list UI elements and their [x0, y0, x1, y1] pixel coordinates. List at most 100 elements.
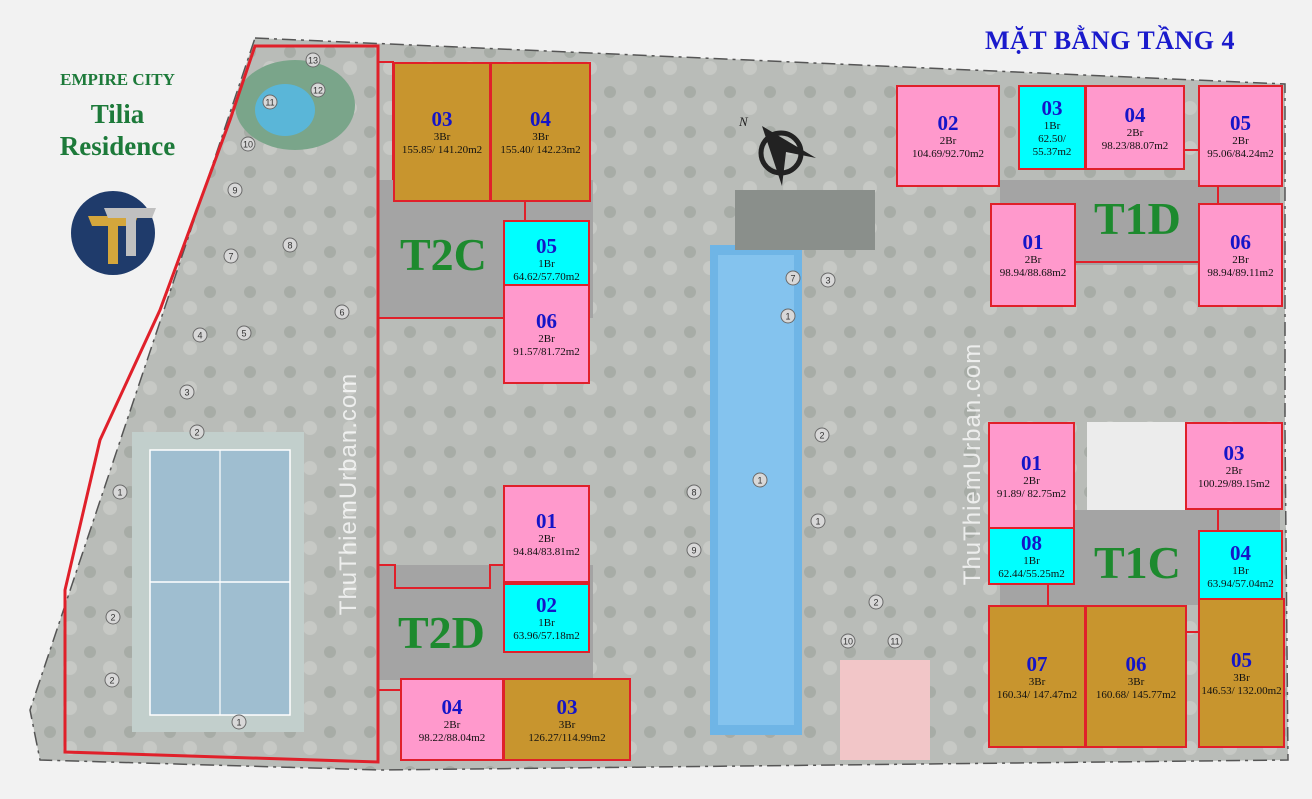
site-boundary — [29, 37, 1289, 771]
unit-number: 01 — [536, 509, 557, 533]
unit-area: 63.96/57.18m2 — [513, 630, 580, 642]
unit-area: 62.44/55.25m2 — [998, 568, 1065, 580]
brand-line-tilia: Tilia — [90, 99, 145, 129]
pavilion — [840, 660, 930, 760]
unit-area: 91.57/81.72m2 — [513, 346, 580, 358]
unit-area: 146.53/ 132.00m2 — [1201, 685, 1282, 697]
unit-bedrooms: 2Br — [538, 333, 555, 345]
brand-logo — [71, 191, 156, 275]
unit-number: 02 — [937, 111, 959, 135]
unit-area: 155.85/ 141.20m2 — [401, 144, 483, 156]
unit-number: 05 — [1231, 648, 1252, 672]
unit-bedrooms: 2Br — [443, 718, 461, 731]
unit-number: 01 — [1021, 450, 1042, 475]
building-label-t2c: T2C — [400, 229, 487, 280]
unit-area: 64.62/57.70m2 — [513, 270, 580, 283]
building-label-t2d: T2D — [398, 607, 485, 658]
unit-bedrooms: 2Br — [939, 135, 957, 147]
unit-number: 06 — [1125, 651, 1147, 676]
unit-bedrooms: 2Br — [1023, 474, 1040, 487]
unit-number: 06 — [1230, 230, 1251, 254]
unit-area: 98.94/89.11m2 — [1207, 267, 1274, 279]
building-label-t1c: T1C — [1094, 537, 1181, 588]
unit-bedrooms: 2Br — [538, 533, 555, 545]
unit-number: 03 — [431, 107, 453, 131]
unit-bedrooms: 3Br — [1028, 675, 1046, 688]
unit-number: 03 — [1041, 96, 1063, 120]
unit-number: 02 — [536, 593, 557, 617]
pool-inner — [718, 255, 794, 725]
unit-area: 91.89/ 82.75m2 — [996, 487, 1067, 500]
unit-area: 95.06/84.24m2 — [1207, 148, 1274, 160]
unit-area: 62.50/ 55.37m2 — [1032, 133, 1072, 158]
unit-area: 104.69/92.70m2 — [911, 148, 985, 160]
unit-bedrooms: 2Br — [1232, 135, 1249, 147]
unit-bedrooms: 3Br — [558, 718, 576, 731]
pool-deck — [735, 190, 875, 250]
unit-area: 63.94/57.04m2 — [1207, 578, 1274, 590]
garden-boundary — [63, 44, 380, 764]
unit-bedrooms: 1Br — [1232, 565, 1249, 577]
compass-icon: N — [738, 114, 816, 186]
unit-bedrooms: 3Br — [1127, 675, 1145, 688]
unit-bedrooms: 3Br — [1233, 672, 1250, 684]
unit-area: 94.84/83.81m2 — [513, 546, 580, 558]
unit-area: 98.94/88.68m2 — [999, 267, 1067, 279]
watermark-left: ThuThiemUrban.com — [335, 372, 363, 616]
unit-bedrooms: 2Br — [1225, 465, 1243, 477]
unit-area: 100.29/89.15m2 — [1197, 478, 1271, 490]
compass-north-label: N — [738, 114, 749, 129]
unit-area: 160.34/ 147.47m2 — [996, 688, 1078, 701]
brand-project: EMPIRE CITY — [60, 70, 175, 89]
unit-number: 04 — [441, 694, 463, 719]
building-label-t1d: T1D — [1094, 193, 1181, 244]
unit-number: 04 — [1230, 541, 1251, 565]
unit-area: 160.68/ 145.77m2 — [1095, 688, 1177, 701]
unit-area: 155.40/ 142.23m2 — [500, 144, 581, 156]
unit-number: 07 — [1026, 651, 1048, 676]
unit-bedrooms: 1Br — [538, 257, 555, 270]
unit-area: 98.22/88.04m2 — [418, 731, 486, 744]
unit-bedrooms: 3Br — [532, 131, 549, 143]
unit-bedrooms: 2Br — [1126, 126, 1144, 139]
watermark-right: ThuThiemUrban.com — [959, 342, 987, 586]
floor-plan-title: MẶT BẰNG TẦNG 4 — [985, 26, 1235, 55]
unit-number: 08 — [1021, 531, 1042, 555]
unit-bedrooms: 3Br — [433, 131, 451, 143]
unit-number: 04 — [1124, 102, 1146, 127]
brand-line-residence: Residence — [59, 131, 176, 161]
void-t1c — [1087, 422, 1185, 510]
unit-bedrooms: 1Br — [538, 617, 555, 629]
unit-bedrooms: 1Br — [1023, 555, 1040, 567]
brand-name: Tilia Residence — [30, 98, 205, 162]
unit-number: 05 — [536, 233, 557, 258]
unit-number: 04 — [530, 107, 551, 131]
unit-area: 126.27/114.99m2 — [528, 731, 606, 744]
unit-number: 03 — [556, 694, 578, 719]
unit-area: 98.23/88.07m2 — [1101, 139, 1169, 152]
unit-bedrooms: 1Br — [1043, 120, 1061, 132]
unit-number: 05 — [1230, 111, 1251, 135]
unit-number: 01 — [1022, 230, 1044, 254]
